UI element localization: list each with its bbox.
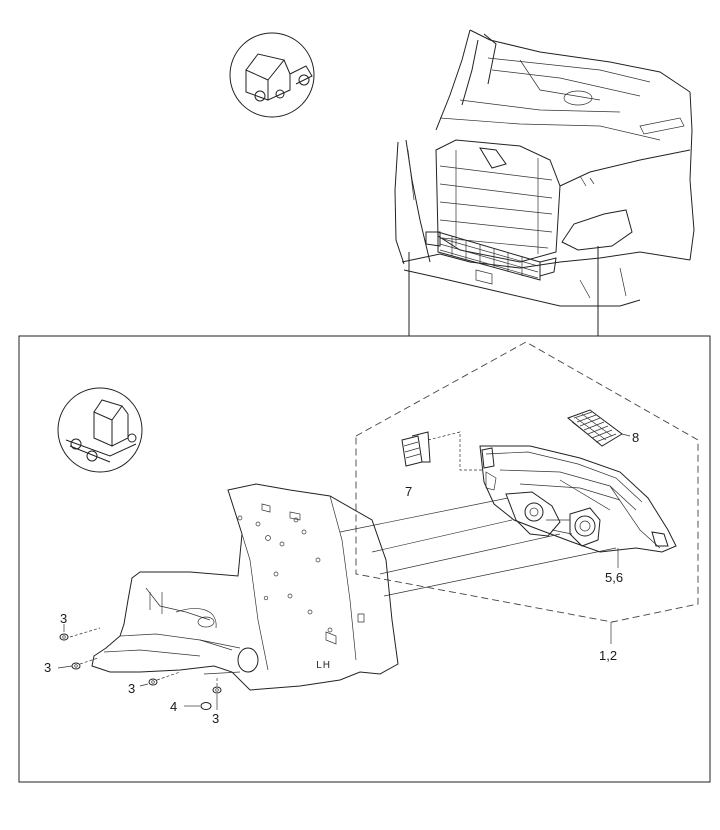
- fender-side-label: LH: [316, 660, 331, 671]
- fastener-nut-bottom: [139, 671, 181, 687]
- callout-label-7: 7: [405, 484, 412, 499]
- assembly-leader-lines: [339, 497, 617, 597]
- callout-label-1-2: 1,2: [599, 648, 617, 663]
- fastener-nut-left: [57, 657, 99, 670]
- callout-label-5-6: 5,6: [605, 570, 623, 585]
- headlamp-group-outline: [355, 341, 699, 623]
- callout-label-8: 8: [632, 430, 639, 445]
- grommet-part-4: [184, 702, 212, 710]
- fender-panel: [91, 483, 399, 691]
- headlamp-assembly: [479, 445, 677, 553]
- callout-label-3-upper: 3: [60, 611, 67, 626]
- fastener-nut-clip: [212, 676, 222, 710]
- callout-label-3-bottom: 3: [128, 681, 135, 696]
- callout-label-3-clip: 3: [212, 711, 219, 726]
- truck-view-icon: [229, 32, 315, 118]
- fastener-nut-upper: [59, 624, 101, 641]
- callout-label-4: 4: [170, 699, 177, 714]
- truck-front-view: [394, 29, 695, 336]
- part-7-socket: [401, 431, 484, 471]
- callout-label-3-left: 3: [44, 660, 51, 675]
- detail-frame: [18, 335, 711, 783]
- tractor-chassis-icon: [57, 387, 143, 473]
- part-8-cover: [567, 409, 631, 447]
